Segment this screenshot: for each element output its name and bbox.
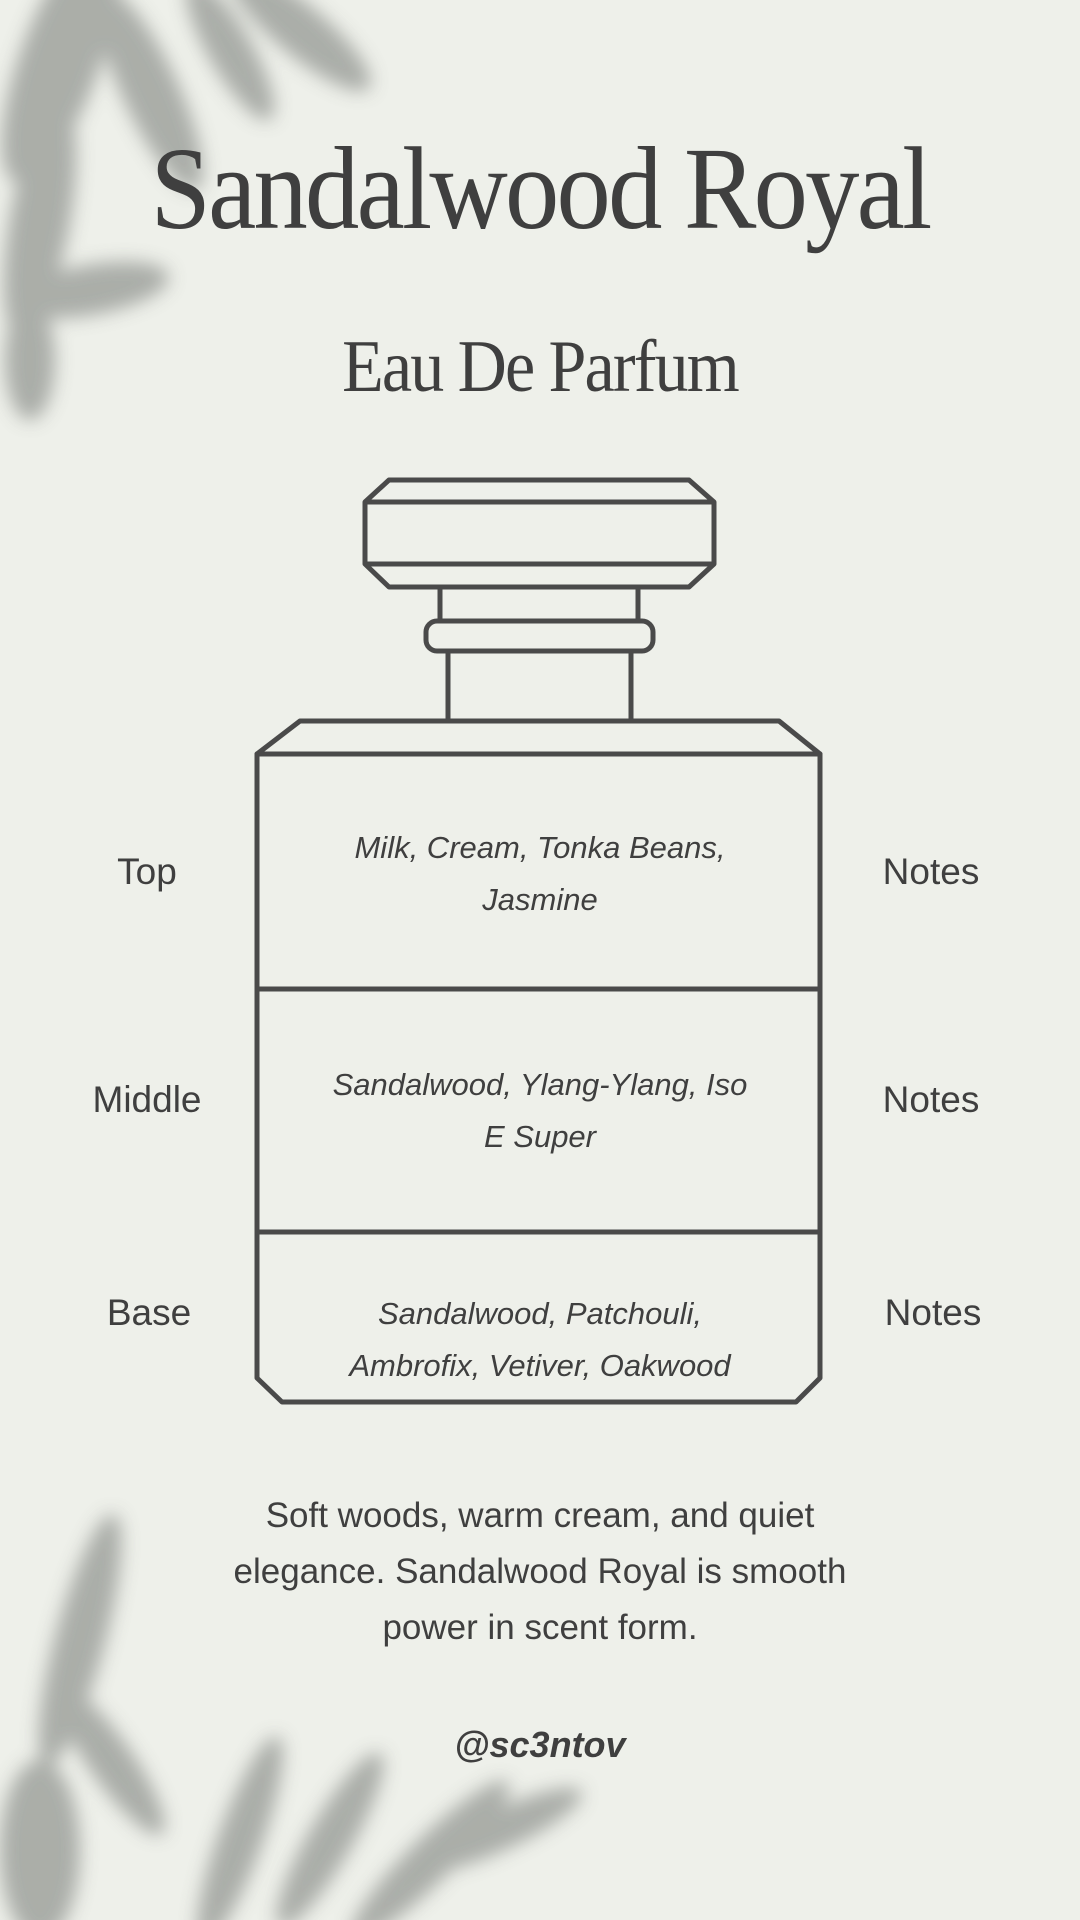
product-subtitle: Eau De Parfum [342,326,740,408]
middle-notes-label: Notes [882,1079,980,1120]
top-notes-ingredients: Milk, Cream, Tonka Beans, Jasmine [354,830,726,917]
perfume-bottle-outline [254,477,823,1405]
social-handle: @sc3ntov [454,1724,626,1765]
middle-notes-ingredients: Sandalwood, Ylang-Ylang, Iso E Super [332,1067,748,1154]
base-notes-ingredients: Sandalwood, Patchouli, Ambrofix, Vetiver… [349,1296,731,1383]
base-label: Base [106,1292,192,1333]
middle-label: Middle [92,1079,202,1120]
base-notes-label: Notes [884,1292,982,1333]
product-title: Sandalwood Royal [150,123,932,254]
top-notes-label: Notes [882,851,980,892]
description: Soft woods, warm cream, and quiet elegan… [233,1496,847,1647]
top-label: Top [117,851,177,892]
